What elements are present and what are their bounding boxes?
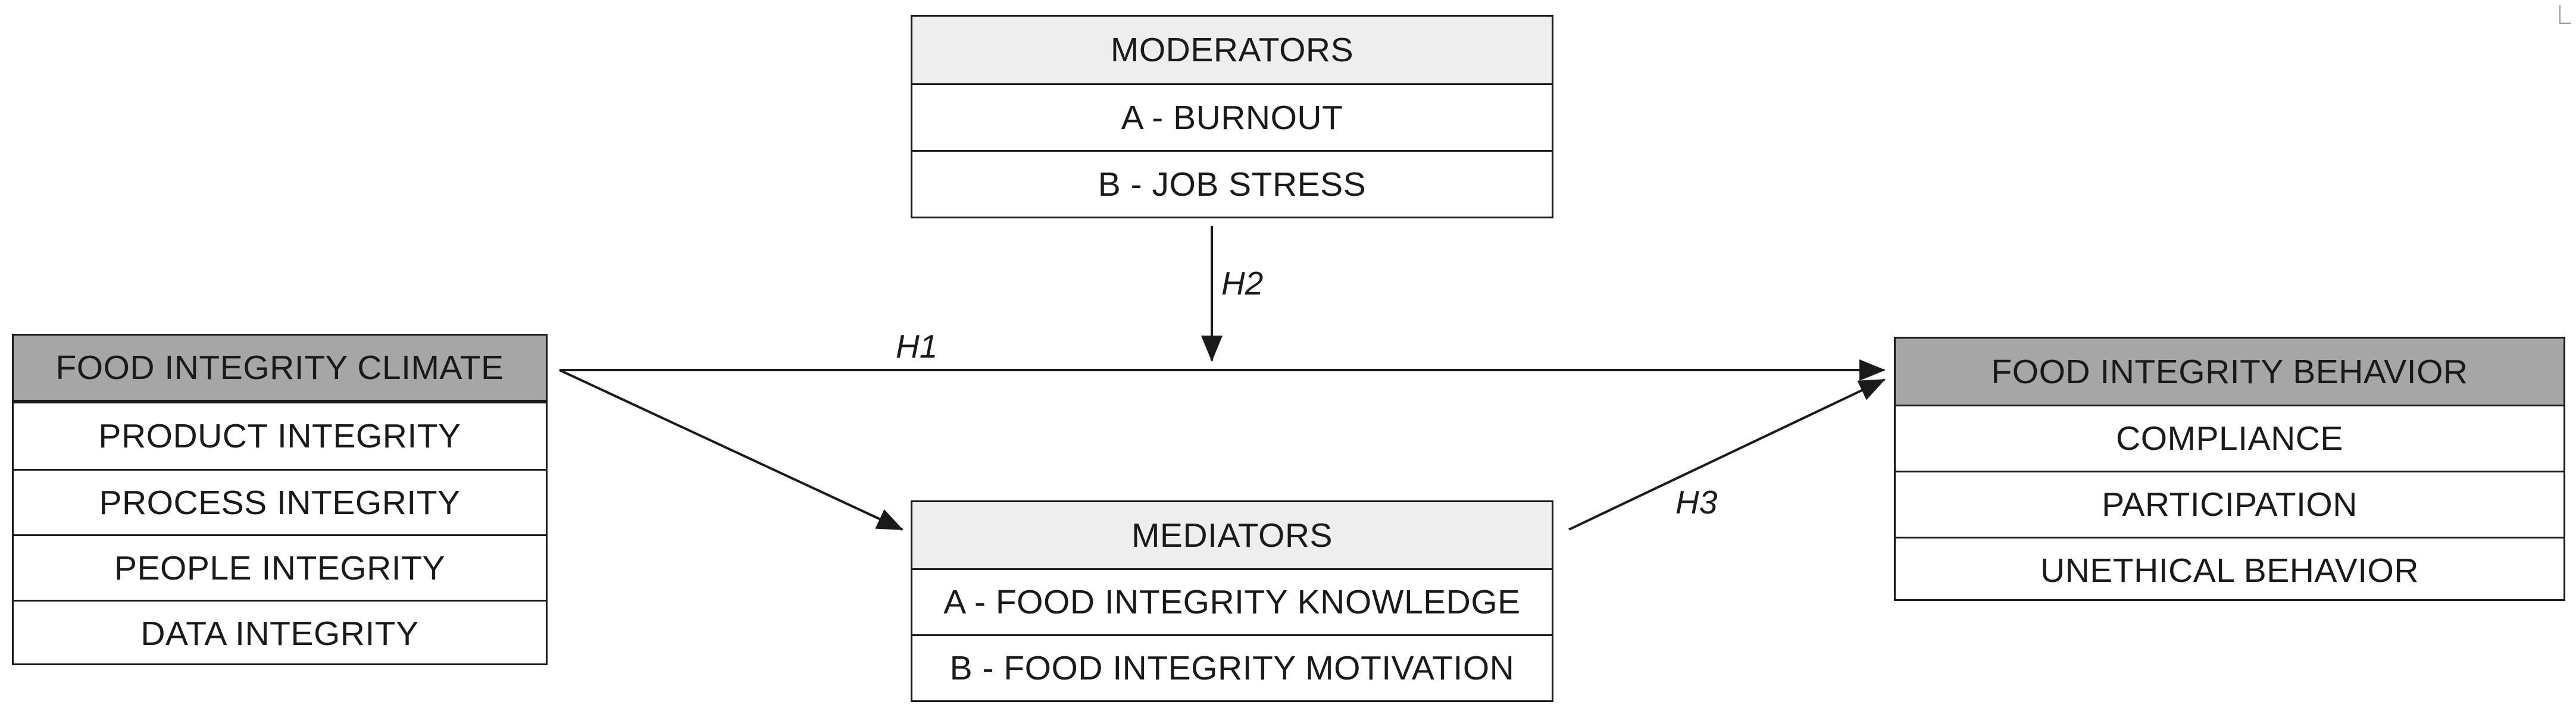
climate-item: DATA INTEGRITY <box>14 600 546 665</box>
food-integrity-behavior-box: FOOD INTEGRITY BEHAVIOR COMPLIANCE PARTI… <box>1894 337 2565 601</box>
behavior-item: UNETHICAL BEHAVIOR <box>1896 537 2564 603</box>
moderators-box: MODERATORS A - BURNOUT B - JOB STRESS <box>911 15 1553 218</box>
climate-item: PEOPLE INTEGRITY <box>14 534 546 600</box>
moderators-title: MODERATORS <box>912 17 1552 83</box>
hypothesis-h3-label: H3 <box>1675 484 1718 521</box>
mediators-box: MEDIATORS A - FOOD INTEGRITY KNOWLEDGE B… <box>911 500 1553 702</box>
behavior-title: FOOD INTEGRITY BEHAVIOR <box>1896 339 2564 405</box>
climate-item: PROCESS INTEGRITY <box>14 469 546 534</box>
climate-title: FOOD INTEGRITY CLIMATE <box>14 336 546 403</box>
moderator-item: B - JOB STRESS <box>912 150 1552 217</box>
hypothesis-h1-label: H1 <box>896 328 938 365</box>
arrow-climate-to-mediators <box>559 369 904 531</box>
hypothesis-h2-label: H2 <box>1221 265 1264 302</box>
mediators-title: MEDIATORS <box>912 502 1552 568</box>
behavior-item: COMPLIANCE <box>1896 405 2564 471</box>
food-integrity-climate-box: FOOD INTEGRITY CLIMATE PRODUCT INTEGRITY… <box>12 334 548 665</box>
mediator-item: B - FOOD INTEGRITY MOTIVATION <box>912 634 1552 700</box>
arrow-h3 <box>1568 378 1886 531</box>
behavior-item: PARTICIPATION <box>1896 471 2564 537</box>
climate-item: PRODUCT INTEGRITY <box>98 417 461 455</box>
moderator-item: A - BURNOUT <box>912 83 1552 150</box>
mediator-item: A - FOOD INTEGRITY KNOWLEDGE <box>912 568 1552 634</box>
page-corner-mark <box>2559 5 2571 24</box>
